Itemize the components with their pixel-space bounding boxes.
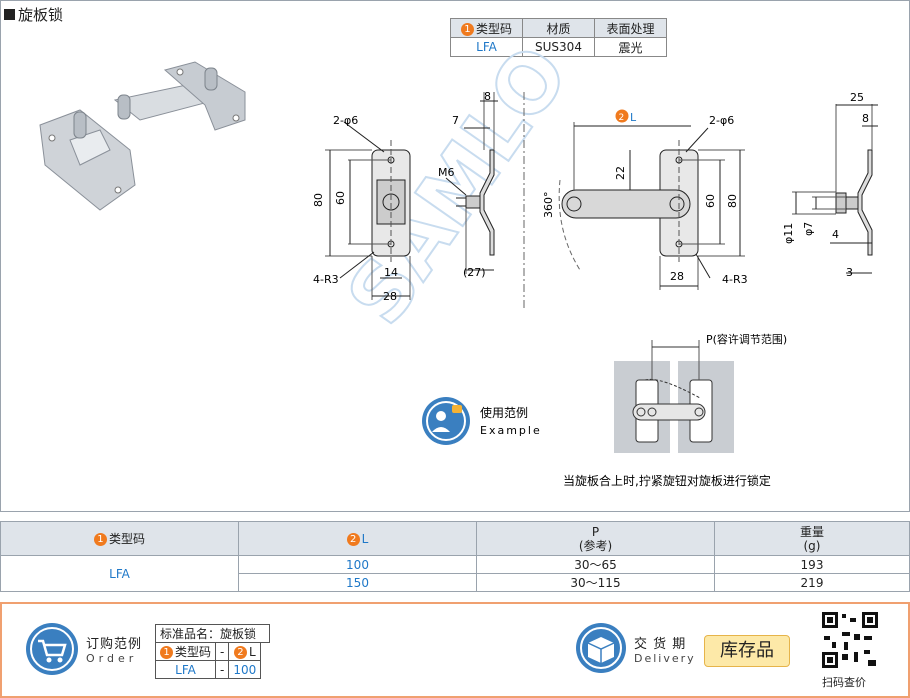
order-dash: -: [215, 660, 230, 679]
delivery-sublabel: Delivery: [634, 652, 696, 665]
hole-label-left: 2-φ6: [333, 114, 358, 127]
order-section: [0, 602, 910, 698]
hole-label-right: 2-φ6: [709, 114, 734, 127]
dim-l-label: L: [630, 111, 637, 124]
order-val-l: 100: [228, 660, 262, 679]
surface-cell: 震光: [594, 37, 667, 57]
title-square-icon: [4, 9, 15, 20]
order-label: 订购范例: [86, 637, 143, 652]
surface-header: 表面处理: [594, 18, 667, 38]
dim-28b-label: 28: [670, 270, 684, 283]
side-view-left: [445, 92, 498, 274]
order-val-type: LFA: [154, 660, 217, 679]
spec-p-cell: 30～115: [476, 573, 715, 592]
material-cell: SUS304: [522, 37, 595, 57]
dim-4-label: 4: [832, 228, 839, 241]
order-sublabel: Order: [86, 652, 138, 665]
dim-80b-label: 80: [726, 194, 739, 208]
example-icon: [422, 397, 470, 445]
example-label-cn: 使用范例: [480, 405, 528, 420]
qr-code-icon[interactable]: [820, 610, 880, 670]
example-label-en: Example: [480, 424, 542, 437]
table-row: LFA 100 30～65 193: [0, 555, 910, 592]
spec-p-cell: 30～65: [476, 555, 715, 574]
dim-27-label: (27): [463, 266, 486, 279]
spec-weight-cell: 219: [714, 573, 910, 592]
radius-label-left: 4-R3: [313, 273, 339, 286]
table-row: 150 30～115 219: [1, 573, 910, 592]
watermark: SAMLO: [329, 29, 586, 341]
side-view-right: [792, 104, 878, 274]
delivery-icon: [576, 623, 626, 673]
spec-header-weight: 重量(g): [714, 521, 910, 556]
dim-phi7-label: φ7: [802, 222, 815, 236]
dim-7-label: 7: [452, 114, 459, 127]
type-code-cell: LFA: [450, 37, 523, 57]
spec-l-cell: 150: [238, 573, 477, 592]
qr-caption: 扫码查价: [822, 676, 866, 689]
page-title: 旋板锁: [4, 4, 63, 25]
spec-type-cell: LFA: [0, 555, 239, 592]
dim-60-label: 60: [334, 191, 347, 205]
front-view-right: [558, 122, 745, 290]
spec-weight-cell: 193: [714, 555, 910, 574]
delivery-label: 交 货 期: [634, 637, 687, 652]
usage-illustration: [614, 340, 734, 453]
l-badge-icon: [615, 109, 629, 123]
dim-phi11-label: φ11: [782, 223, 795, 244]
dim-m6-label: M6: [438, 166, 455, 179]
dim-60b-label: 60: [704, 194, 717, 208]
front-view-left: [325, 121, 411, 300]
spec-header-p: P(参考): [476, 521, 715, 556]
dim-8-label: 8: [484, 90, 491, 103]
order-dash: -: [215, 642, 230, 661]
dim-3-label: 3: [846, 266, 853, 279]
dim-14-label: 14: [384, 266, 398, 279]
technical-drawing: SAMLO 80 60 2-φ6 4-R3 14: [39, 28, 878, 488]
stock-button[interactable]: 库存品: [704, 635, 790, 667]
l-badge-number: 2: [619, 113, 625, 123]
spec-l-cell: 100: [238, 555, 477, 574]
radius-label-right: 4-R3: [722, 273, 748, 286]
dim-28-label: 28: [383, 290, 397, 303]
dim-8b-label: 8: [862, 112, 869, 125]
usage-caption: 当旋板合上时,拧紧旋钮对旋板进行锁定: [563, 473, 771, 488]
dim-22-label: 22: [614, 166, 627, 180]
product-photo: [39, 61, 246, 211]
dim-25-label: 25: [850, 91, 864, 104]
dim-80-label: 80: [312, 193, 325, 207]
p-range-label: P(容许调节范围): [706, 332, 787, 346]
order-std-name: 标准品名：旋板锁: [155, 624, 270, 643]
dim-360-label: 360°: [542, 192, 555, 219]
cart-icon: [26, 623, 78, 675]
